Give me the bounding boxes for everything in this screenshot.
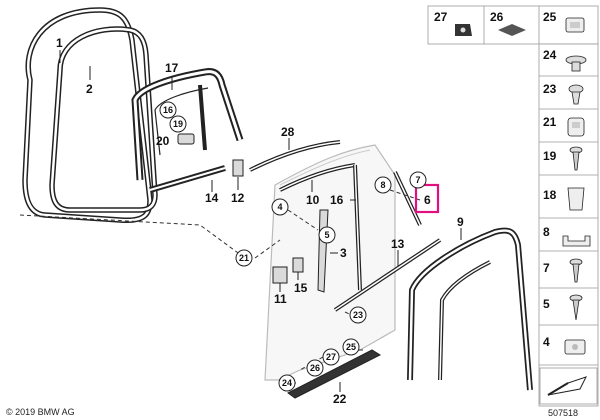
sidebar-part-number: 23 (543, 82, 557, 96)
foam-pad-icon (455, 24, 472, 36)
circled-label: 25 (342, 338, 360, 356)
sidebar-part-number: 27 (434, 10, 448, 24)
svg-text:21: 21 (239, 253, 249, 263)
sidebar-part-number: 7 (543, 261, 550, 275)
part-label: 9 (457, 215, 464, 229)
svg-text:23: 23 (353, 310, 363, 320)
svg-text:5: 5 (324, 230, 329, 240)
svg-text:19: 19 (173, 119, 183, 129)
svg-text:7: 7 (415, 175, 420, 185)
window-frame-trim (131, 68, 244, 181)
part-label: 12 (231, 191, 245, 205)
part-label: 20 (156, 134, 170, 148)
handle-part (292, 257, 304, 273)
part-label: 11 (274, 292, 287, 306)
sidebar-part-number: 19 (543, 149, 557, 163)
part-label: 28 (281, 125, 295, 139)
lower-strip (333, 238, 442, 312)
clip-icon (567, 117, 585, 137)
corner-strip (393, 171, 422, 226)
part-label: 10 (306, 193, 320, 207)
symbol-icon (539, 367, 598, 405)
part-label: 17 (165, 61, 179, 75)
clip-part (177, 133, 195, 145)
part-label: 2 (86, 82, 93, 96)
svg-text:26: 26 (310, 363, 320, 373)
part-label: 1 (56, 36, 63, 50)
highlight-box (414, 183, 440, 214)
handle-part (272, 266, 288, 284)
circled-label: 26 (306, 359, 324, 377)
sidebar-part-number: 8 (543, 225, 550, 239)
top-moulding (249, 140, 341, 172)
window-seal (407, 227, 533, 391)
part-label: 3 (340, 246, 347, 260)
circled-label: 4 (271, 198, 289, 216)
part-label: 16 (330, 193, 344, 207)
part-label: 15 (294, 281, 308, 295)
circled-label: 8 (374, 176, 392, 194)
sidebar-part-number: 18 (543, 188, 557, 202)
sidebar-part-number: 5 (543, 297, 550, 311)
circled-label: 27 (322, 348, 340, 366)
door-panel (264, 144, 396, 381)
diagram-number: 507518 (548, 408, 578, 418)
pad-icon (498, 24, 526, 36)
bracket-icon (562, 235, 591, 247)
svg-text:24: 24 (282, 378, 292, 388)
svg-text:8: 8 (380, 180, 385, 190)
sidebar-part-number: 26 (490, 10, 504, 24)
self-tapping-screw-icon (569, 294, 583, 321)
part-label-highlighted: 6 (424, 193, 431, 207)
svg-text:4: 4 (277, 202, 282, 212)
circled-label: 21 (235, 249, 253, 267)
screw-icon (569, 258, 583, 283)
circled-label: 5 (318, 226, 336, 244)
circled-label: 19 (169, 115, 187, 133)
window-channel (279, 163, 362, 291)
part-label: 22 (333, 392, 347, 406)
svg-text:16: 16 (163, 105, 173, 115)
copyright-text: © 2019 BMW AG (6, 407, 75, 417)
circled-label: 16 (159, 101, 177, 119)
sidebar-part-number: 25 (543, 10, 557, 24)
svg-text:27: 27 (326, 352, 336, 362)
part-label: 13 (391, 237, 405, 251)
door-seal-outer-inner-edge (23, 8, 152, 222)
clip-nut-icon (565, 17, 585, 33)
sill-strip (287, 349, 382, 399)
svg-text:25: 25 (346, 342, 356, 352)
grommet-icon (565, 55, 587, 72)
belt-strip (149, 165, 226, 193)
nut-clip-icon (564, 339, 586, 355)
circled-label: 23 (349, 306, 367, 324)
circled-label: 7 (409, 171, 427, 189)
part-label: 14 (205, 191, 219, 205)
bracket-part (232, 159, 244, 177)
door-seal-inner-inner-edge (50, 27, 157, 212)
circled-label: 24 (278, 374, 296, 392)
push-pin-icon (568, 84, 584, 105)
retainer-clip-icon (567, 187, 585, 211)
sidebar-part-number: 4 (543, 335, 550, 349)
screw-icon (569, 146, 583, 171)
sidebar-part-number: 21 (543, 115, 557, 129)
sidebar-part-number: 24 (543, 48, 557, 62)
